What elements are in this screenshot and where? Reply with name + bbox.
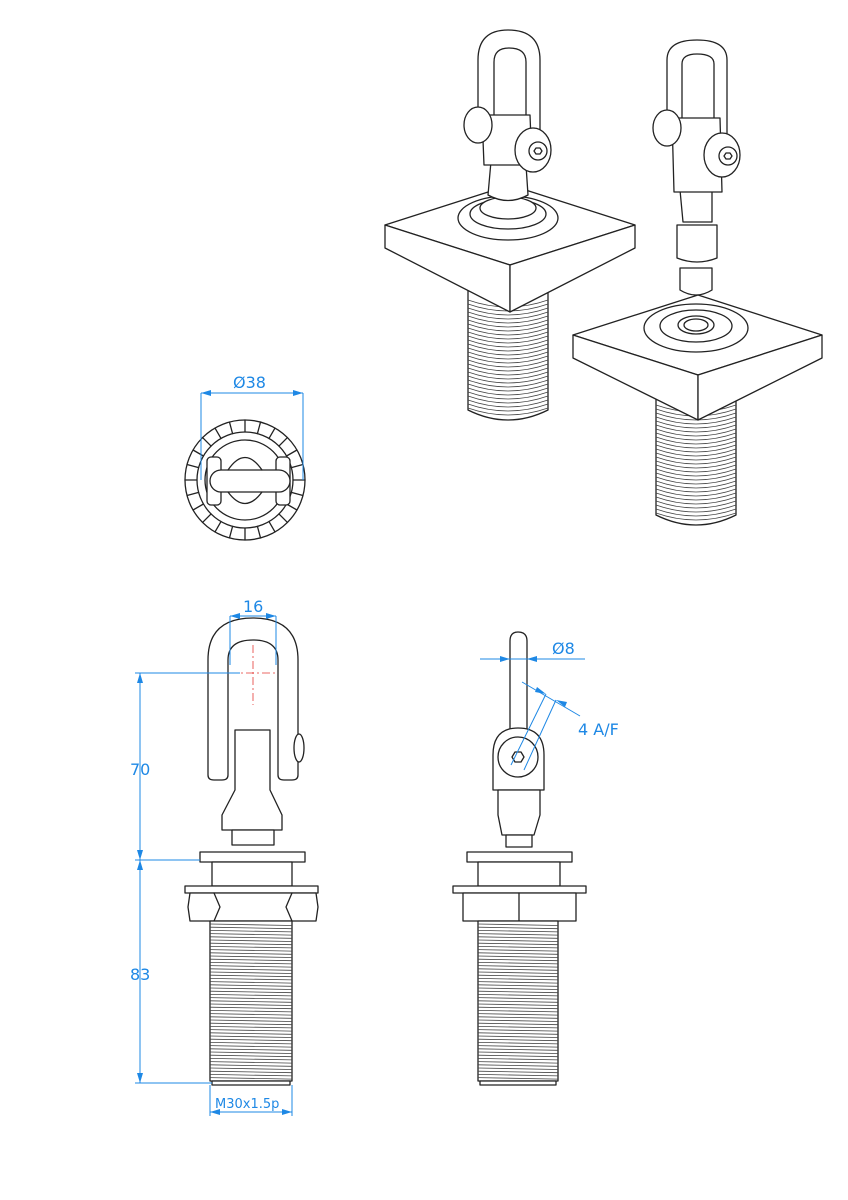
front-view: 16 70 83 M30x1.5p <box>130 597 319 1116</box>
isometric-view-assembled <box>384 29 636 421</box>
hex-key-label: 4 A/F <box>578 720 619 739</box>
top-view: Ø38 <box>184 373 306 541</box>
upper-height-label: 70 <box>130 760 150 779</box>
threaded-body-iso-2 <box>655 394 737 526</box>
pin-diameter-label: Ø8 <box>552 639 575 658</box>
side-view: Ø8 4 A/F <box>452 631 619 1086</box>
lower-height-label: 83 <box>130 965 150 984</box>
isometric-view-exploded <box>572 39 823 526</box>
shackle-width-label: 16 <box>243 597 263 616</box>
top-view-diameter-label: Ø38 <box>233 373 266 392</box>
threaded-body-iso-1 <box>467 289 549 421</box>
pin-side <box>509 631 528 741</box>
hex-nut-front <box>187 892 319 922</box>
thread-label: M30x1.5p <box>215 1097 279 1112</box>
shackle-front <box>207 617 299 781</box>
